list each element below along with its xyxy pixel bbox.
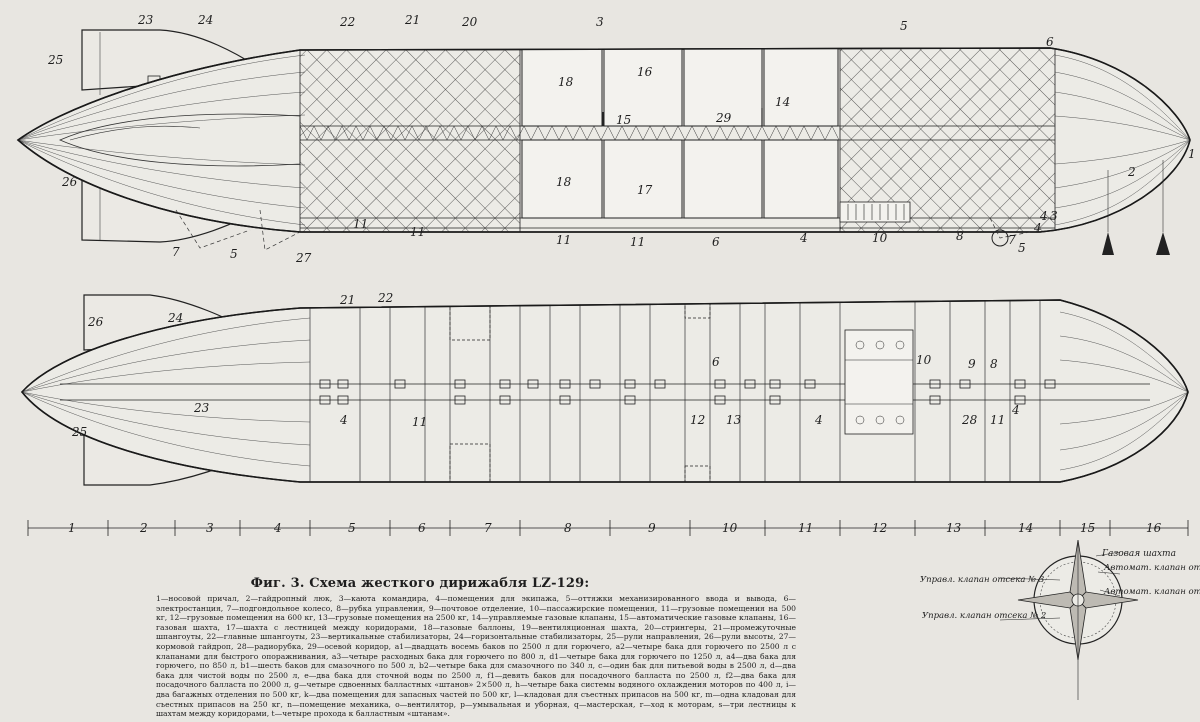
plan-callouts: 26 24 21 22 23 25 4 11 12 13 6 10 9 8 28… [71,291,1020,439]
callout: 23 [193,401,210,415]
callout: 13 [726,413,742,427]
legend-text: 1—носовой причал, 2—гайдропный люк, 3—ка… [156,594,796,718]
callout: 29 [715,111,732,125]
section-number: 12 [872,521,887,535]
callout: 10 [872,231,888,245]
callout: 21 [404,13,420,27]
callout: 14 [775,95,790,109]
section-number: 4 [273,521,282,535]
callout: 20 [461,15,478,29]
callout: 24 [167,311,183,325]
callout: 11 [410,225,425,239]
callout: 3 [1050,209,1058,223]
callout: 26 [87,315,104,329]
section-number: 6 [418,521,426,535]
callout: 15 [616,113,631,127]
callout: 1 [1188,147,1196,161]
figure-caption: Фиг. 3. Схема жесткого дирижабля LZ-129: [250,576,590,591]
callout: 2 [1127,165,1136,179]
callout: 3 [596,15,604,29]
callout: 11 [630,235,645,249]
callout: 16 [637,65,653,79]
callout: 28 [961,413,978,427]
callout: 18 [556,175,572,189]
note-ctrl-valve-3: Управл. клапан отсека № 3 [920,575,1044,585]
callout: 6 [712,355,720,369]
hull-outline-plan [21,299,1189,483]
callout: 11 [353,217,368,231]
callout: 9 [968,357,976,371]
callout: 5 [900,19,908,33]
callout: 7 [172,245,180,259]
callout: 23 [137,13,154,27]
section-number: 5 [348,521,356,535]
section-number: 7 [484,521,492,535]
callout: 5 [230,247,238,261]
callout: 26 [61,175,78,189]
section-number: 9 [648,521,656,535]
callout: 27 [295,251,312,265]
callout: 22 [339,15,355,29]
callout: 17 [637,183,653,197]
callout: 8 [990,357,998,371]
callout: 22 [377,291,393,305]
section-number: 1 [68,521,76,535]
section-number: 10 [722,521,738,535]
callout: 24 [197,13,213,27]
callout: 6 [1046,35,1054,49]
callout: 10 [916,353,932,367]
callout: 4 [1011,403,1020,417]
callout: 12 [690,413,705,427]
section-number: 11 [798,521,813,535]
cross-section-diagram: Газовая шахта Автомат. клапан отсека № 3… [920,539,1200,700]
section-number: 3 [206,521,214,535]
callout: 21 [339,293,355,307]
callout: 18 [558,75,574,89]
callout: 7 [1008,233,1016,247]
callout: 25 [47,53,63,67]
section-number: 14 [1018,521,1033,535]
section-number: 8 [564,521,572,535]
callout: 6 [712,235,720,249]
callout: 11 [412,415,427,429]
note-auto-valve-2: Автомат. клапан отсека № 2 [1103,587,1200,597]
callout: 11 [556,233,571,247]
note-ctrl-valve-2: Управл. клапан отсека № 2 [922,611,1046,621]
section-number: 2 [139,521,148,535]
callout: 4 [1039,209,1048,223]
note-auto-valve-3: Автомат. клапан отсека № 3 [1103,563,1200,573]
section-number: 16 [1146,521,1162,535]
callout: 4 [1033,221,1042,235]
side-elevation-view: 23 24 25 26 22 21 20 3 5 6 18 16 14 15 2… [16,13,1196,265]
top-callouts: 23 24 25 26 22 21 20 3 5 6 18 16 14 15 2… [47,13,1196,265]
callout: 25 [71,425,87,439]
callout: 11 [990,413,1005,427]
plan-view: 26 24 21 22 23 25 4 11 12 13 6 10 9 8 28… [21,291,1189,486]
section-number: 13 [946,521,962,535]
callout: 8 [956,229,964,243]
note-gas-shaft: Газовая шахта [1101,549,1176,559]
section-number: 15 [1080,521,1095,535]
section-scale: 1 2 3 4 5 6 7 8 9 10 11 12 13 14 15 16 [27,520,1189,536]
callout: 5 [1018,241,1026,255]
callout: 4 [814,413,823,427]
callout: 4 [339,413,348,427]
callout: 4 [799,231,808,245]
